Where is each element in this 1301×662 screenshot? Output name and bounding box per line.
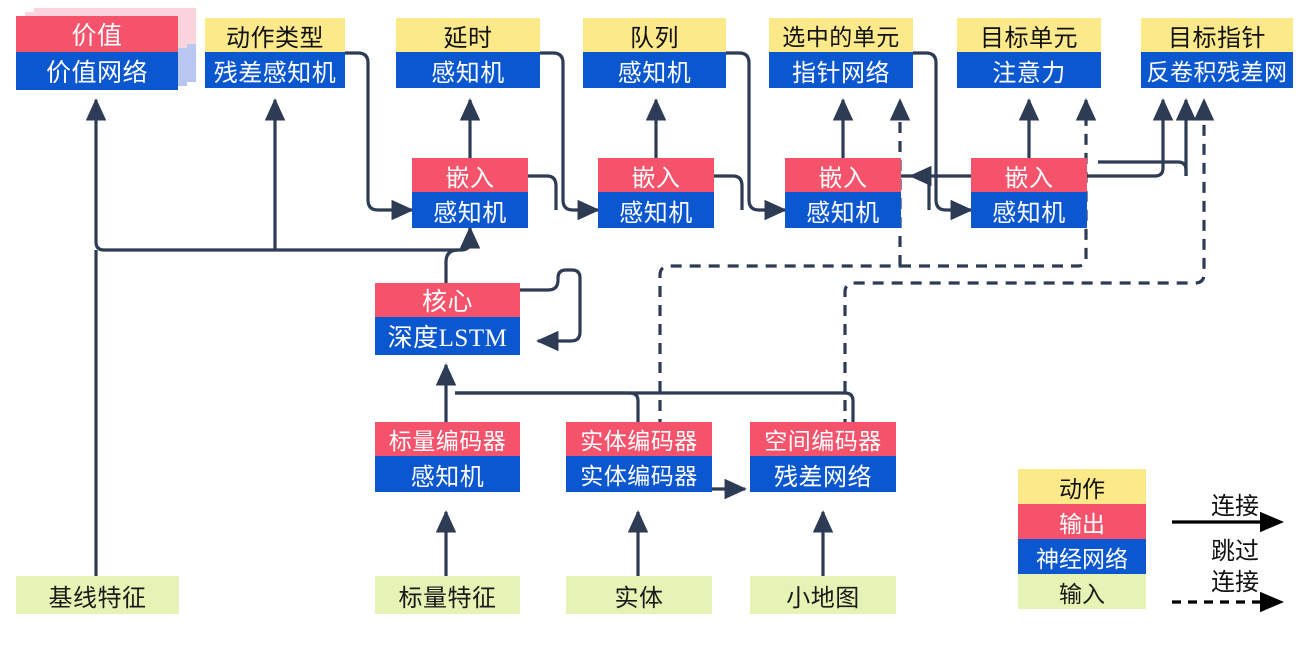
node-embed-selected-output-band: 嵌入 (785, 158, 901, 192)
wire-embedselected-right (901, 174, 931, 210)
node-target-unit[interactable]: 目标单元 注意力 (957, 18, 1101, 88)
node-embed-queue[interactable]: 嵌入 感知机 (598, 158, 714, 228)
node-target-point-action-band: 目标指针 (1141, 18, 1293, 52)
node-embed-queue-network-band: 感知机 (598, 192, 714, 228)
legend-swatch-network: 神经网络 (1018, 539, 1146, 574)
input-scalar-features[interactable]: 标量特征 (375, 576, 520, 614)
node-value-head-output-band: 价值 (16, 16, 178, 52)
legend-skip-label-line2: 连接 (1211, 570, 1259, 596)
node-embed-delay-network-band: 感知机 (412, 192, 528, 228)
legend-skip-label-line1: 跳过 (1211, 539, 1259, 565)
node-target-point[interactable]: 目标指针 反卷积残差网 (1141, 18, 1293, 88)
legend-swatch-input: 输入 (1018, 574, 1146, 609)
node-embed-selected[interactable]: 嵌入 感知机 (785, 158, 901, 228)
wire-core-bus-to-embeddelay (458, 226, 481, 252)
legend-swatch-action: 动作 (1018, 469, 1146, 504)
wire-targetpoint-feed-embedtarget (1098, 160, 1188, 176)
input-minimap-label: 小地图 (750, 576, 896, 614)
node-spatial-encoder[interactable]: 空间编码器 残差网络 (750, 422, 896, 492)
skip-spatialenc-riser (843, 98, 1215, 430)
node-core-output-band: 核心 (375, 283, 520, 317)
node-embed-queue-output-band: 嵌入 (598, 158, 714, 192)
node-target-point-network-band: 反卷积残差网 (1141, 52, 1293, 88)
input-minimap[interactable]: 小地图 (750, 576, 896, 614)
wire-core-out-trunk (444, 248, 459, 283)
node-action-type-action-band: 动作类型 (205, 18, 345, 52)
wire-core-recurrent-loop (520, 268, 582, 352)
wire-embedtarget-to-targetpoint-elbow (1088, 158, 1165, 178)
node-selected-units-action-band: 选中的单元 (769, 18, 913, 52)
node-spatial-encoder-output-band: 空间编码器 (750, 422, 896, 456)
node-value-head-network-band: 价值网络 (16, 52, 178, 90)
input-entities[interactable]: 实体 (566, 576, 712, 614)
node-embed-target[interactable]: 嵌入 感知机 (971, 158, 1087, 228)
node-entity-encoder-network-band: 实体编码器 (566, 456, 712, 492)
node-delay-action-band: 延时 (396, 18, 540, 52)
node-entity-encoder[interactable]: 实体编码器 实体编码器 (566, 422, 712, 492)
input-baseline-features[interactable]: 基线特征 (16, 576, 179, 614)
input-entities-label: 实体 (566, 576, 712, 614)
node-action-type-network-band: 残差感知机 (205, 52, 345, 88)
node-embed-delay[interactable]: 嵌入 感知机 (412, 158, 528, 228)
node-spatial-encoder-network-band: 残差网络 (750, 456, 896, 492)
node-target-unit-network-band: 注意力 (957, 52, 1101, 88)
legend-swatches: 动作 输出 神经网络 输入 (1018, 469, 1146, 609)
node-entity-encoder-output-band: 实体编码器 (566, 422, 712, 456)
node-selected-units-network-band: 指针网络 (769, 52, 913, 88)
node-scalar-encoder-output-band: 标量编码器 (375, 422, 520, 456)
node-target-unit-action-band: 目标单元 (957, 18, 1101, 52)
wire-embedqueue-right (714, 174, 744, 210)
legend-connection-label: 连接 (1211, 494, 1259, 520)
input-scalar-features-label: 标量特征 (375, 576, 520, 614)
node-core[interactable]: 核心 深度LSTM (375, 283, 520, 355)
node-scalar-encoder[interactable]: 标量编码器 感知机 (375, 422, 520, 492)
input-baseline-features-label: 基线特征 (16, 576, 179, 614)
node-action-type[interactable]: 动作类型 残差感知机 (205, 18, 345, 88)
wire-spatialenc-to-core (455, 391, 855, 422)
wire-entityenc-to-core (455, 391, 640, 422)
node-value-head[interactable]: 价值 价值网络 (16, 16, 178, 90)
wire-embeddelay-right (528, 174, 558, 210)
legend-swatch-output: 输出 (1018, 504, 1146, 539)
node-delay[interactable]: 延时 感知机 (396, 18, 540, 88)
node-embed-target-network-band: 感知机 (971, 192, 1087, 228)
node-core-network-band: 深度LSTM (375, 317, 520, 355)
legend-arrow-glyphs (1172, 511, 1284, 613)
node-embed-delay-output-band: 嵌入 (412, 158, 528, 192)
node-scalar-encoder-network-band: 感知机 (375, 456, 520, 492)
node-embed-selected-network-band: 感知机 (785, 192, 901, 228)
node-queue[interactable]: 队列 感知机 (583, 18, 726, 88)
node-queue-network-band: 感知机 (583, 52, 726, 88)
node-delay-network-band: 感知机 (396, 52, 540, 88)
wire-core-bus-left (85, 98, 458, 252)
node-selected-units[interactable]: 选中的单元 指针网络 (769, 18, 913, 88)
skip-entityenc-riser (658, 264, 900, 430)
node-queue-action-band: 队列 (583, 18, 726, 52)
node-embed-target-output-band: 嵌入 (971, 158, 1087, 192)
